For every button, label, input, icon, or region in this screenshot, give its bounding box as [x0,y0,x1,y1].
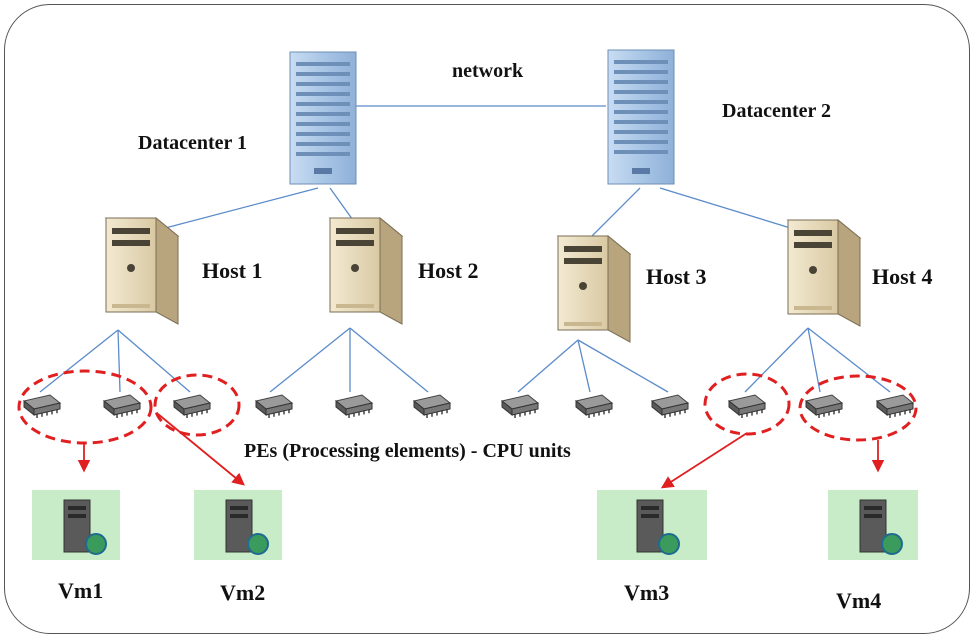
network-label: network [452,60,524,82]
host-3-label: Host 3 [646,264,707,289]
pe-allocation-highlights [17,369,918,445]
host-2-label: Host 2 [418,258,479,283]
vm-2-icon [194,490,282,560]
vm-2-label: Vm2 [220,580,266,605]
datacenter-1-icon [289,51,357,185]
vm-3-label: Vm3 [624,580,670,605]
cpu-chip-icon [650,394,690,418]
pe-caption: PEs (Processing elements) - CPU units [244,440,571,462]
cpu-chip-icon [574,394,614,418]
cpu-chip-icon [727,394,767,418]
host-1-label: Host 1 [202,258,263,283]
cpu-chip-icon [22,394,62,418]
host-4-label: Host 4 [872,264,933,289]
vm-4-label: Vm4 [836,588,882,613]
pe-chips [22,394,915,418]
cpu-chip-icon [102,394,142,418]
cpu-chip-icon [412,394,452,418]
vm-allocation-arrows [77,413,885,489]
vm1-pe-group [17,369,153,445]
datacenter-host-connectors [149,187,811,249]
datacenter-2-label: Datacenter 2 [722,100,832,122]
cpu-chip-icon [254,394,294,418]
vm4-pe-group [798,374,918,442]
cpu-chip-icon [500,394,540,418]
host-4-icon [786,218,862,327]
host-pe-connectors [39,327,891,393]
cpu-chip-icon [875,394,915,418]
vm-1-icon [32,490,120,560]
vm2-pe-group [153,373,241,437]
host-1-icon [104,216,180,325]
datacenter-1-label: Datacenter 1 [138,132,248,154]
host-3-icon [556,234,632,343]
cpu-chip-icon [172,394,212,418]
diagram-frame [4,4,970,634]
vm-1-label: Vm1 [58,578,104,603]
cpu-chip-icon [804,394,844,418]
cpu-chip-icon [334,394,374,418]
vm-3-icon [597,490,707,560]
vm-4-icon [828,490,918,560]
datacenter-2-icon [607,49,675,185]
host-2-icon [328,216,404,325]
